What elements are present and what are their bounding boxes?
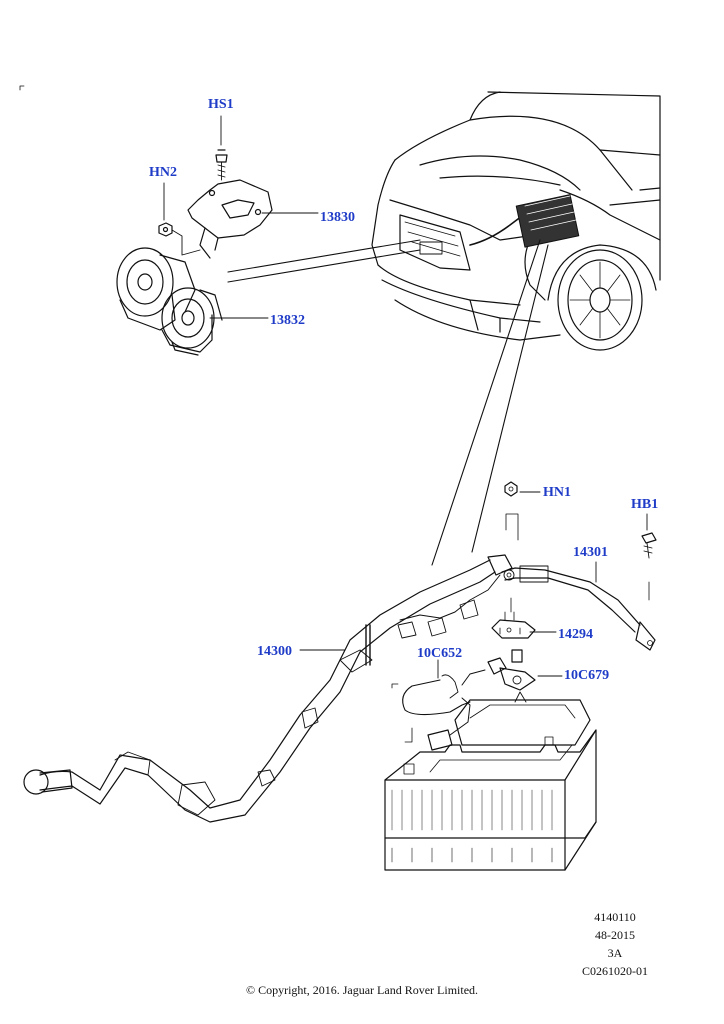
horn-assembly-illustration (116, 149, 273, 356)
callout-14294: 14294 (558, 627, 593, 642)
crop-mark (19, 85, 25, 91)
reference-line-2: 48-2015 (595, 928, 635, 942)
reference-line-3: 3A (607, 946, 623, 960)
callout-hs1: HS1 (208, 97, 234, 112)
reference-line-1: 4140110 (594, 910, 636, 924)
callout-14300: 14300 (257, 644, 292, 659)
callout-10c652: 10C652 (417, 646, 463, 661)
leader-battery-location (431, 239, 549, 566)
callout-14301: 14301 (573, 545, 608, 560)
reference-line-4: C0261020-01 (582, 964, 648, 978)
hb1-bolt-illustration (641, 532, 657, 601)
vehicle-illustration (371, 91, 661, 351)
callout-hn2: HN2 (149, 165, 177, 180)
callout-10c679: 10C679 (564, 668, 610, 683)
sensor-cable-10c652-illustration (391, 674, 471, 751)
callout-13832: 13832 (270, 313, 305, 328)
leader-horn-location (227, 239, 421, 283)
bracket-14294-illustration (491, 611, 536, 639)
battery-cable-14300-illustration (23, 554, 513, 823)
ground-cable-14301-illustration (501, 565, 656, 651)
callout-hb1: HB1 (631, 497, 659, 512)
hn1-nut-illustration (504, 481, 519, 613)
copyright-notice: © Copyright, 2016. Jaguar Land Rover Lim… (245, 983, 479, 997)
sensor-10c679-illustration (461, 649, 536, 691)
callout-hn1: HN1 (543, 485, 571, 500)
battery-illustration (384, 691, 597, 871)
callout-13830: 13830 (320, 210, 355, 225)
